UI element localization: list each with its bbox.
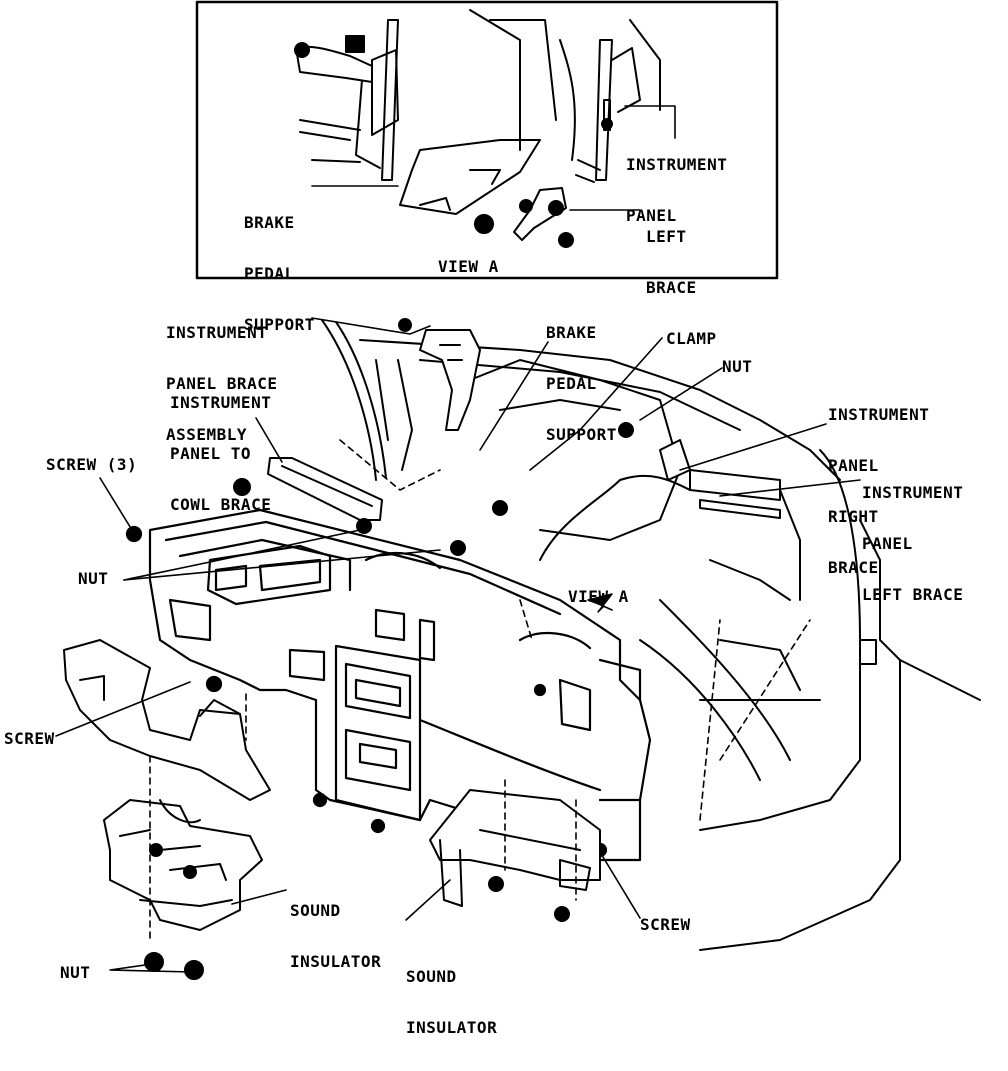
label-nut-bottom: NUT	[60, 963, 91, 982]
view-a-arrow	[587, 593, 613, 613]
knee-bolster	[63, 639, 271, 801]
inset-label-instrument-panel: INSTRUMENT PANEL	[626, 155, 728, 225]
inset-label-left-brace: LEFT BRACE	[646, 227, 697, 297]
label-screw-3: SCREW (3)	[46, 455, 138, 474]
label-sound-insulator-left: SOUND INSULATOR	[290, 901, 382, 971]
inset-frame	[195, 0, 779, 280]
left-sound-insulator	[103, 799, 263, 980]
brace-assembly	[375, 318, 481, 471]
label-nut-top: NUT	[722, 357, 753, 376]
inset-title: VIEW A	[438, 257, 499, 276]
label-ip-left-brace: INSTRUMENT PANEL LEFT BRACE	[862, 483, 964, 604]
label-sound-insulator-center: SOUND INSULATOR	[406, 967, 498, 1037]
label-clamp: CLAMP	[666, 329, 717, 348]
label-screw-left: SCREW	[4, 729, 55, 748]
diagram-artwork	[55, 0, 981, 980]
inset-artwork	[294, 9, 661, 248]
instrument-panel-body	[125, 508, 652, 862]
cowl-brace	[233, 457, 383, 534]
center-sound-insulator	[429, 789, 601, 922]
inset-leaders	[311, 105, 676, 211]
label-view-a: VIEW A	[568, 587, 629, 606]
label-screw-right: SCREW	[640, 915, 691, 934]
main-leaders	[55, 317, 861, 973]
inset-label-brake-pedal-support: BRAKE PEDAL SUPPORT	[244, 213, 315, 334]
label-ip-right-brace: INSTRUMENT PANEL RIGHT BRACE	[828, 405, 930, 577]
cowl-body	[321, 319, 981, 951]
label-brake-pedal-support: BRAKE PEDAL SUPPORT	[546, 323, 617, 444]
label-ip-brace-assembly: INSTRUMENT PANEL BRACE ASSEMBLY	[166, 323, 278, 444]
label-nut-left: NUT	[78, 569, 109, 588]
label-ip-to-cowl-brace: INSTRUMENT PANEL TO COWL BRACE	[170, 393, 272, 514]
exploded-diagram: INSTRUMENT PANEL BRAKE PEDAL SUPPORT LEF…	[4, 0, 981, 1036]
